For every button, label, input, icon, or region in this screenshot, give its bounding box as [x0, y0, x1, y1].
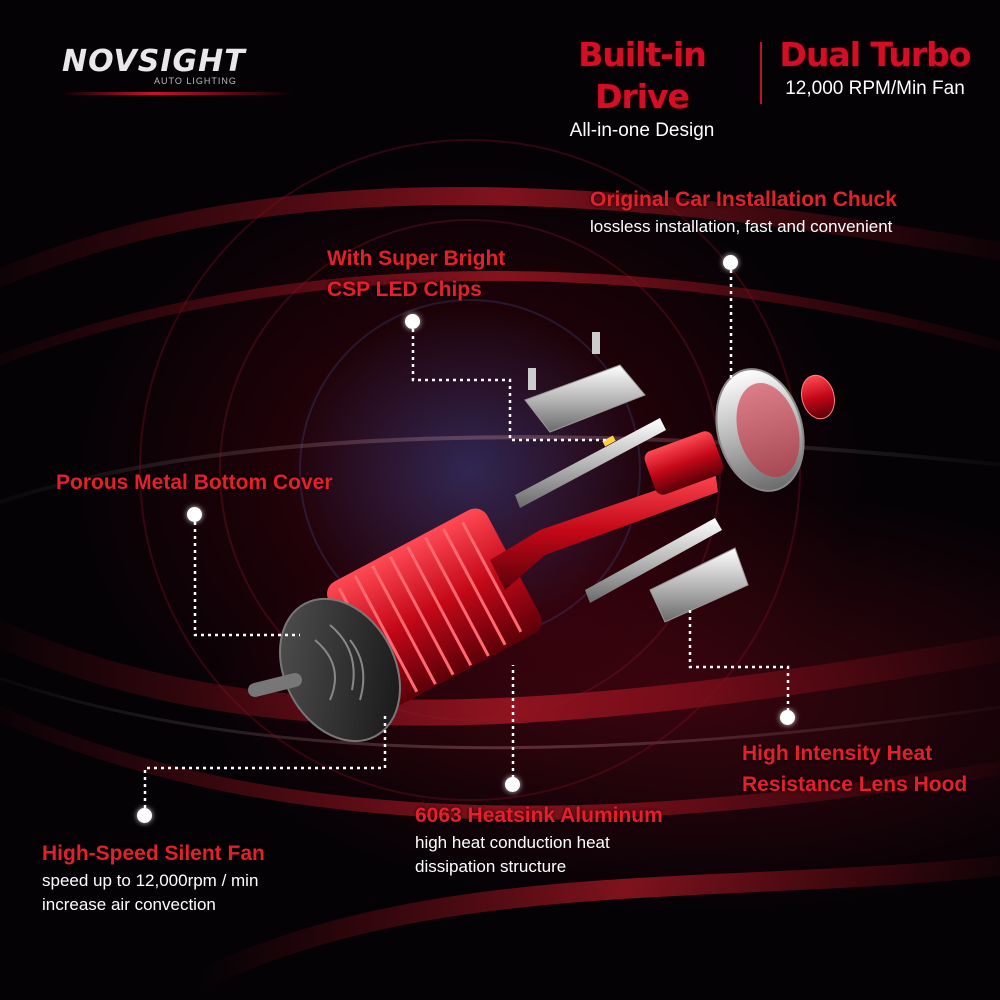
- installation-chuck: [715, 368, 805, 492]
- callout-title-line1: High Intensity Heat: [742, 742, 933, 765]
- callout-desc-line2: dissipation structure: [415, 857, 567, 876]
- brand-logo: NOVSIGHT AUTO LIGHTING: [62, 46, 302, 95]
- feature-divider: [760, 42, 762, 104]
- callout-dot-bottom-cover: [187, 507, 202, 522]
- feature-built-in-drive: Built-in Drive All-in-one Design: [528, 34, 756, 144]
- callout-title: High-Speed Silent Fan: [42, 842, 265, 865]
- callout-bottom-cover: Porous Metal Bottom Cover: [56, 467, 333, 498]
- logo-underline: [62, 92, 292, 95]
- feature-subtitle: All-in-one Design: [569, 120, 715, 141]
- feature-subtitle: 12,000 RPM/Min Fan: [785, 78, 965, 99]
- callout-title: Original Car Installation Chuck: [590, 188, 897, 211]
- callout-led-chips: With Super Bright CSP LED Chips: [327, 243, 505, 305]
- top-clip: [524, 332, 646, 433]
- callout-dot-heatsink: [505, 777, 520, 792]
- callout-dot-led-chips: [405, 314, 420, 329]
- callout-chuck: Original Car Installation Chuck lossless…: [590, 184, 897, 239]
- leader-led-chips: [411, 322, 610, 442]
- callout-lens-hood: High Intensity Heat Resistance Lens Hood: [742, 738, 967, 800]
- callout-title-line1: With Super Bright: [327, 247, 506, 270]
- callout-desc-line1: speed up to 12,000rpm / min: [42, 871, 259, 890]
- logo-wordmark: NOVSIGHT: [62, 44, 246, 79]
- callout-dot-chuck: [723, 255, 738, 270]
- red-cap: [801, 374, 835, 420]
- callout-heatsink: 6063 Heatsink Aluminum high heat conduct…: [415, 800, 663, 879]
- callout-desc-line1: high heat conduction heat: [415, 833, 610, 852]
- callout-fan: High-Speed Silent Fan speed up to 12,000…: [42, 838, 265, 917]
- fan-assembly: [248, 597, 401, 743]
- callout-title-line2: Resistance Lens Hood: [742, 773, 968, 796]
- logo-tagline: AUTO LIGHTING: [154, 76, 237, 86]
- callout-dot-fan: [137, 808, 152, 823]
- feature-dual-turbo: Dual Turbo 12,000 RPM/Min Fan: [770, 34, 980, 102]
- bottom-clip: [649, 547, 749, 623]
- leader-fan: [143, 715, 387, 815]
- leader-lens-hood: [688, 610, 790, 718]
- feature-title: Dual Turbo: [779, 35, 972, 74]
- leader-bottom-cover: [193, 515, 300, 637]
- callout-title-line2: CSP LED Chips: [327, 278, 482, 301]
- feature-title: Built-in Drive: [578, 35, 707, 116]
- callout-title: 6063 Heatsink Aluminum: [415, 804, 663, 827]
- heatsink-neck: [490, 431, 724, 590]
- callout-desc-line2: increase air convection: [42, 895, 216, 914]
- callout-title: Porous Metal Bottom Cover: [56, 471, 333, 494]
- led-strips: [515, 418, 722, 603]
- callout-dot-lens-hood: [780, 710, 795, 725]
- callout-desc: lossless installation, fast and convenie…: [590, 217, 893, 236]
